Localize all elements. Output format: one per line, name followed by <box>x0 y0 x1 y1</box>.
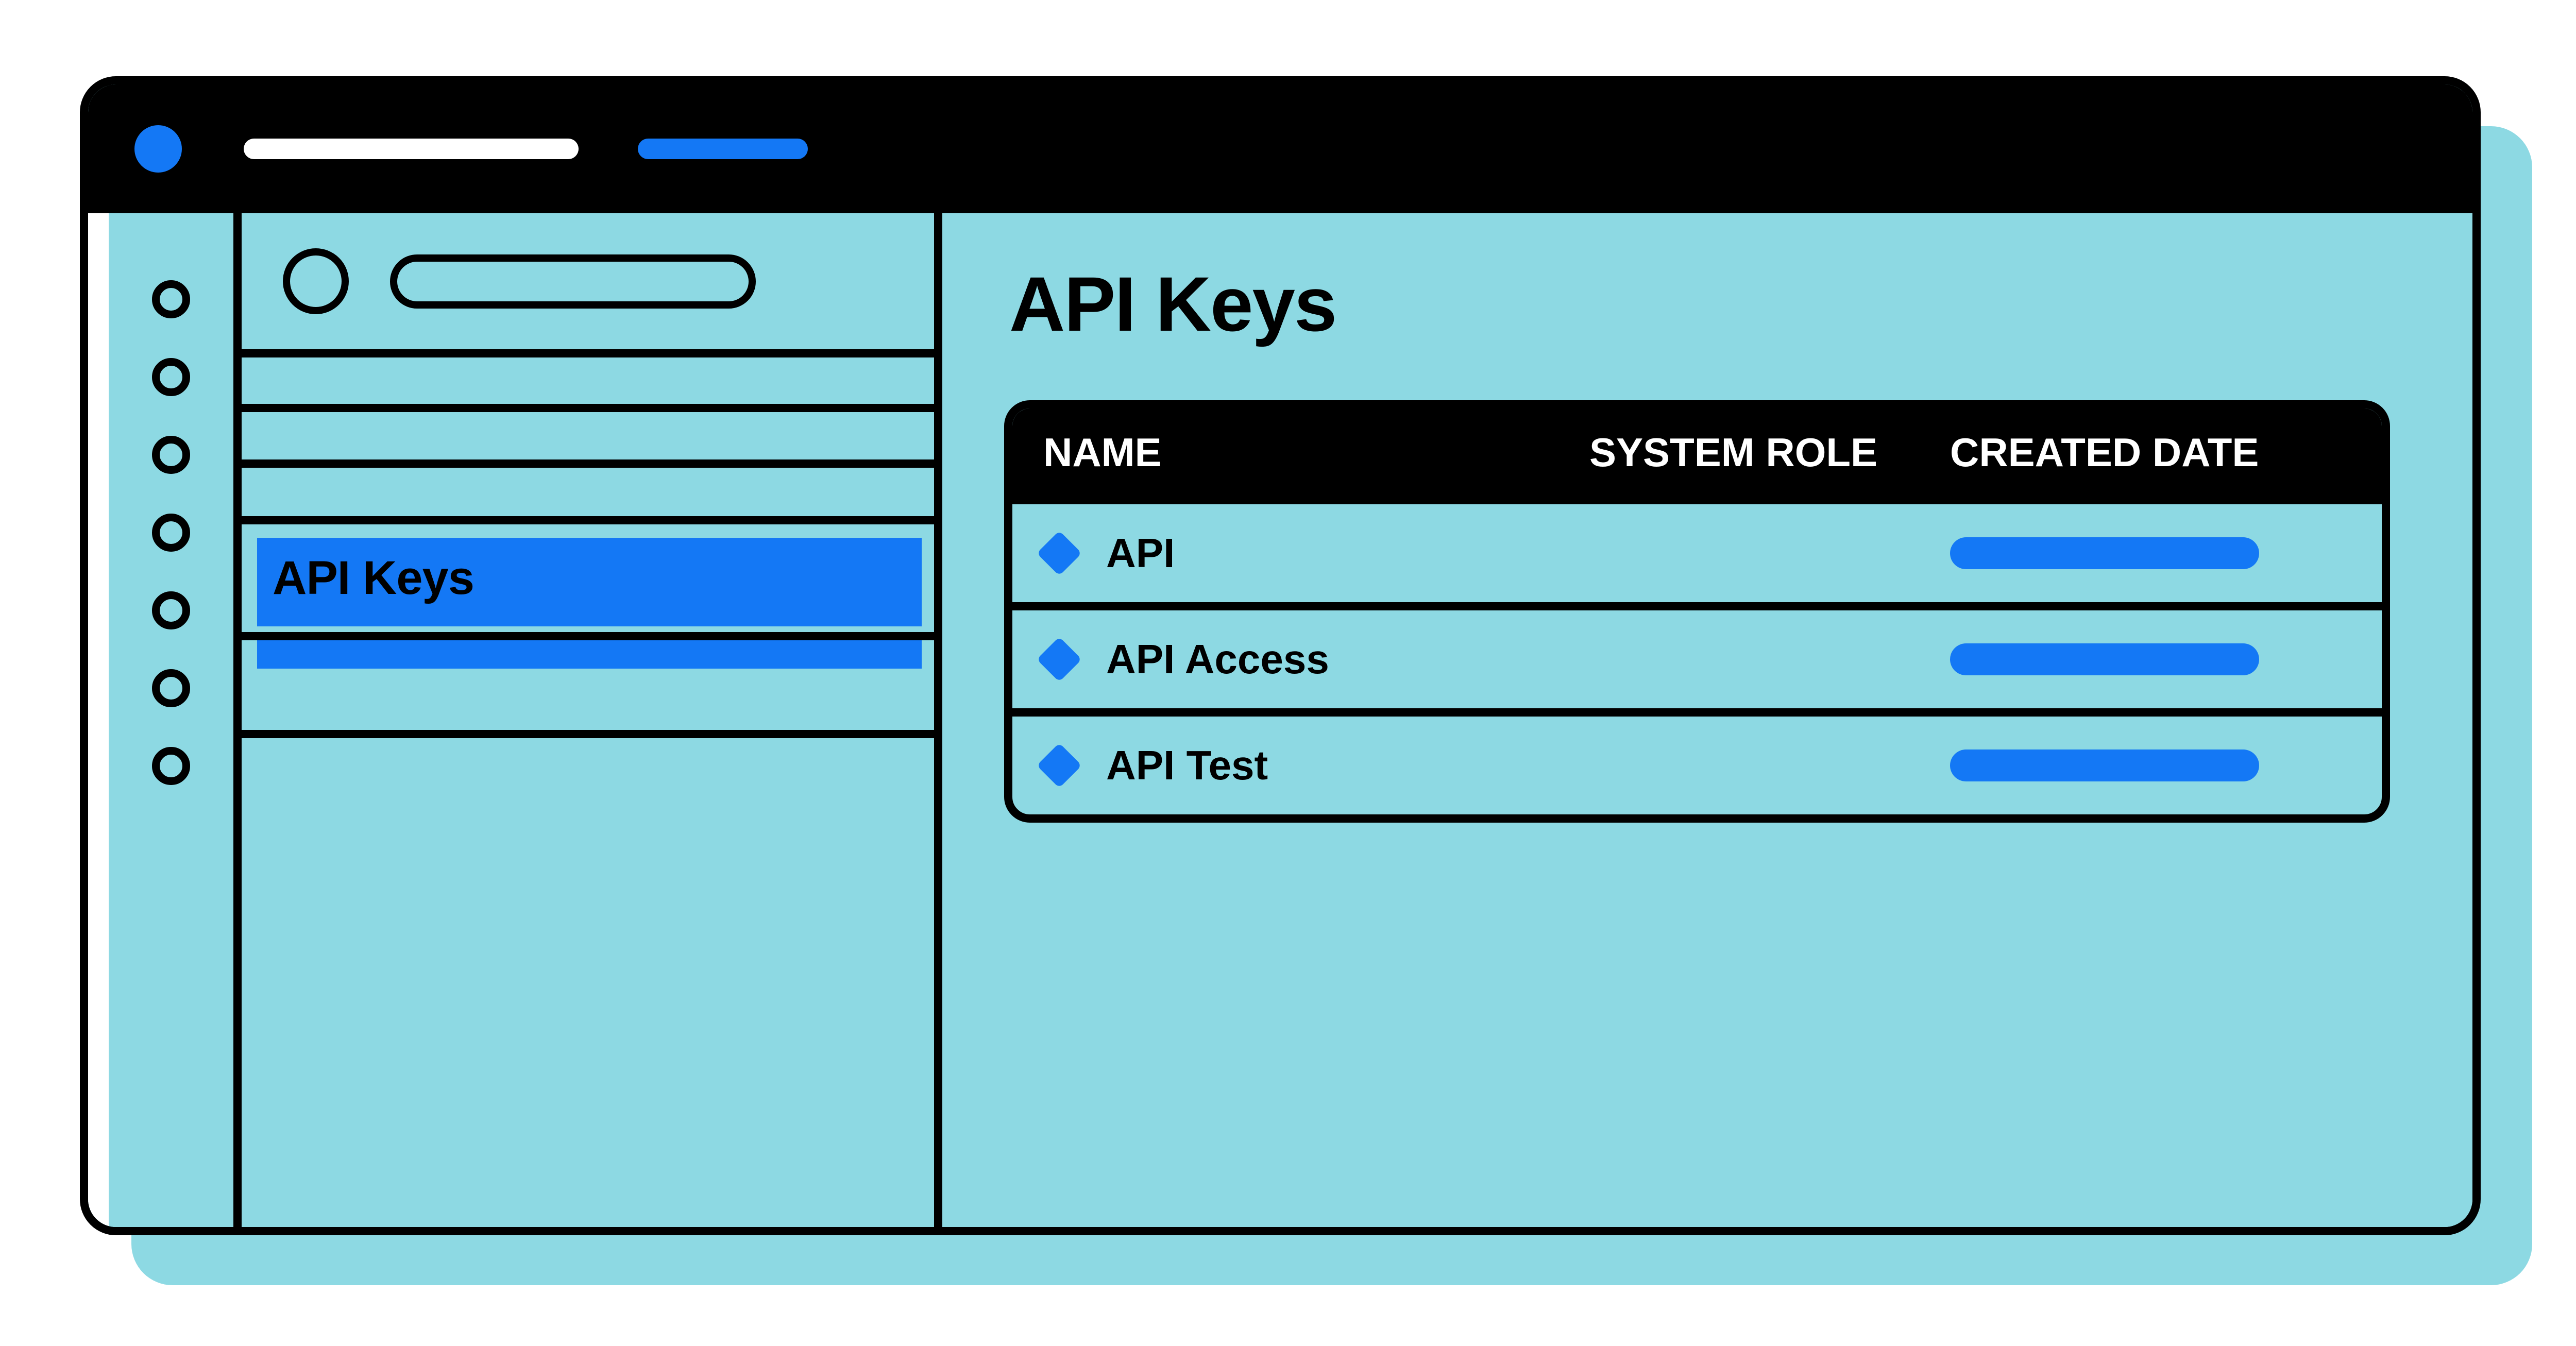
sidebar-item-api-keys[interactable]: API Keys <box>242 524 934 640</box>
address-bar[interactable] <box>244 139 579 159</box>
sidebar-item-6[interactable] <box>242 738 934 1227</box>
cell-created-date <box>1950 537 2372 569</box>
key-name: API <box>1106 530 1175 576</box>
cell-name: API Test <box>1012 742 1589 789</box>
cell-name: API Access <box>1012 636 1589 683</box>
created-date-placeholder-pill <box>1950 537 2259 569</box>
left-gutter <box>88 213 109 1227</box>
main-content: API Keys NAME SYSTEM ROLE CREATED DATE A… <box>942 213 2472 1227</box>
title-bar <box>88 84 2472 213</box>
diamond-icon <box>1037 637 1082 682</box>
sidebar-item-label: API Keys <box>273 552 474 604</box>
api-keys-table: NAME SYSTEM ROLE CREATED DATE API <box>1004 400 2390 823</box>
sidebar-item-1[interactable] <box>242 357 934 412</box>
primary-action-button[interactable] <box>638 139 808 159</box>
table-header-row: NAME SYSTEM ROLE CREATED DATE <box>1012 408 2382 496</box>
icon-rail <box>109 213 242 1227</box>
table-row[interactable]: API <box>1012 496 2382 602</box>
key-name: API Access <box>1106 636 1329 682</box>
application-window: API Keys API Keys NAME SYSTEM ROLE CREAT… <box>80 76 2481 1235</box>
column-header-created-date[interactable]: CREATED DATE <box>1950 429 2259 475</box>
created-date-placeholder-pill <box>1950 643 2259 675</box>
user-avatar-icon[interactable] <box>283 248 349 314</box>
page-title: API Keys <box>1009 261 1337 347</box>
circle-logo-icon[interactable] <box>134 125 182 173</box>
sidebar-active-shadow <box>257 640 922 669</box>
circle-nav-icon-4[interactable] <box>152 514 190 552</box>
created-date-placeholder-pill <box>1950 749 2259 781</box>
sidebar-nav: API Keys <box>242 213 942 1227</box>
sidebar-item-2[interactable] <box>242 412 934 468</box>
search-input[interactable] <box>390 254 756 309</box>
app-body: API Keys API Keys NAME SYSTEM ROLE CREAT… <box>88 213 2472 1227</box>
sidebar-header <box>242 213 934 357</box>
sidebar-active-highlight <box>257 538 922 626</box>
circle-nav-icon-2[interactable] <box>152 358 190 396</box>
cell-name: API <box>1012 530 1589 577</box>
table-row[interactable]: API Test <box>1012 708 2382 814</box>
sidebar-item-3[interactable] <box>242 468 934 524</box>
column-header-system-role[interactable]: SYSTEM ROLE <box>1589 429 1878 475</box>
circle-nav-icon-7-active[interactable] <box>152 747 200 797</box>
diamond-icon <box>1037 531 1082 576</box>
table-row[interactable]: API Access <box>1012 602 2382 708</box>
column-header-name[interactable]: NAME <box>1043 429 1162 475</box>
cell-created-date <box>1950 643 2372 675</box>
circle-nav-icon-5[interactable] <box>152 591 190 629</box>
diamond-icon <box>1037 743 1082 788</box>
circle-nav-icon-6[interactable] <box>152 669 190 707</box>
circle-nav-icon-1[interactable] <box>152 280 190 318</box>
circle-nav-icon-3[interactable] <box>152 436 190 474</box>
sidebar-item-5[interactable] <box>242 640 934 738</box>
key-name: API Test <box>1106 742 1268 788</box>
cell-created-date <box>1950 749 2372 781</box>
